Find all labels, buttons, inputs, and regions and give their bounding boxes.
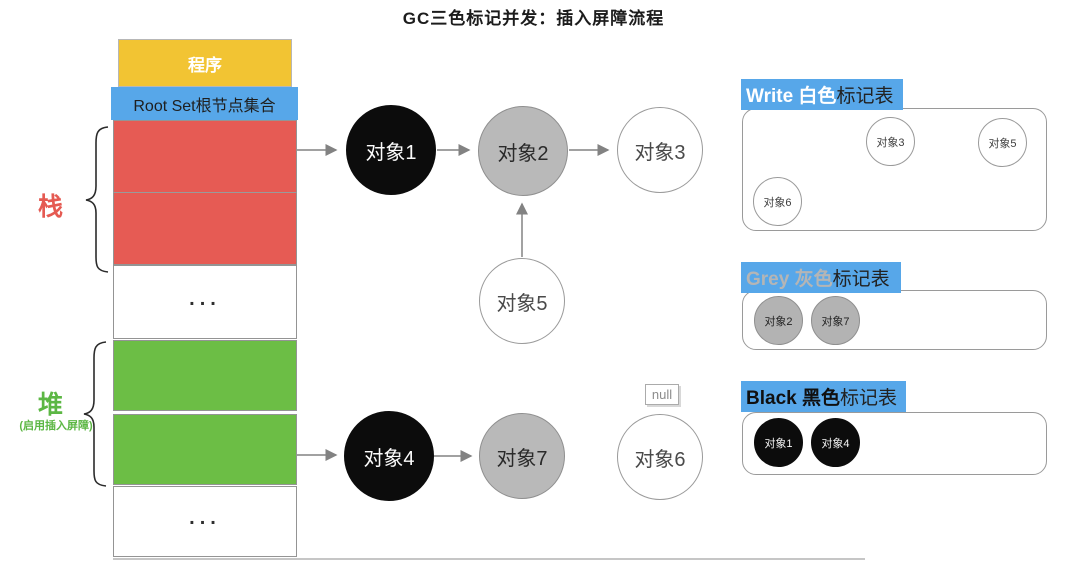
stack-label: 栈 — [38, 193, 64, 221]
grey-table-chip-obj2: 对象2 — [754, 296, 803, 345]
node-obj7: 对象7 — [479, 413, 565, 499]
black-table-title-suffix: 标记表 — [839, 388, 897, 409]
heap-cell-2 — [113, 414, 297, 485]
black-table-title: Black 黑色 — [746, 388, 840, 409]
grey-table-header: Grey 灰色标记表 — [741, 262, 901, 293]
white-table-chip-obj6: 对象6 — [753, 177, 802, 226]
white-table-header: Write 白色标记表 — [741, 79, 903, 110]
stack-brace — [85, 126, 109, 273]
white-table-title: Write 白色 — [746, 86, 837, 107]
node-obj2: 对象2 — [478, 106, 568, 196]
null-pointer-tag: null — [645, 384, 679, 405]
page-title: GC三色标记并发：插入屏障流程 — [402, 9, 665, 28]
program-box: 程序 — [118, 39, 292, 87]
white-table-title-suffix: 标记表 — [836, 86, 894, 107]
node-obj5: 对象5 — [479, 258, 565, 344]
rootset-box: Root Set根节点集合 — [111, 87, 298, 120]
grey-table-title-suffix: 标记表 — [832, 269, 890, 290]
black-table-chip-obj4: 对象4 — [811, 418, 860, 467]
stack-cell-divider — [113, 192, 297, 193]
heap-cell-1 — [113, 340, 297, 411]
bottom-divider — [113, 558, 865, 560]
grey-table-chip-obj7: 对象7 — [811, 296, 860, 345]
grey-table-title: Grey 灰色 — [746, 269, 833, 290]
node-obj4: 对象4 — [344, 411, 434, 501]
node-obj3: 对象3 — [617, 107, 703, 193]
node-obj1: 对象1 — [346, 105, 436, 195]
node-obj6: 对象6 — [617, 414, 703, 500]
heap-label: 堆 — [38, 391, 64, 419]
white-table-chip-obj3: 对象3 — [866, 117, 915, 166]
stack-ellipsis-box: ... — [113, 265, 297, 339]
heap-note: (启用插入屏障) — [19, 420, 93, 432]
black-table-header: Black 黑色标记表 — [741, 381, 906, 412]
heap-ellipsis-box: ... — [113, 486, 297, 557]
white-table-chip-obj5: 对象5 — [978, 118, 1027, 167]
heap-brace — [83, 341, 107, 487]
black-table-chip-obj1: 对象1 — [754, 418, 803, 467]
